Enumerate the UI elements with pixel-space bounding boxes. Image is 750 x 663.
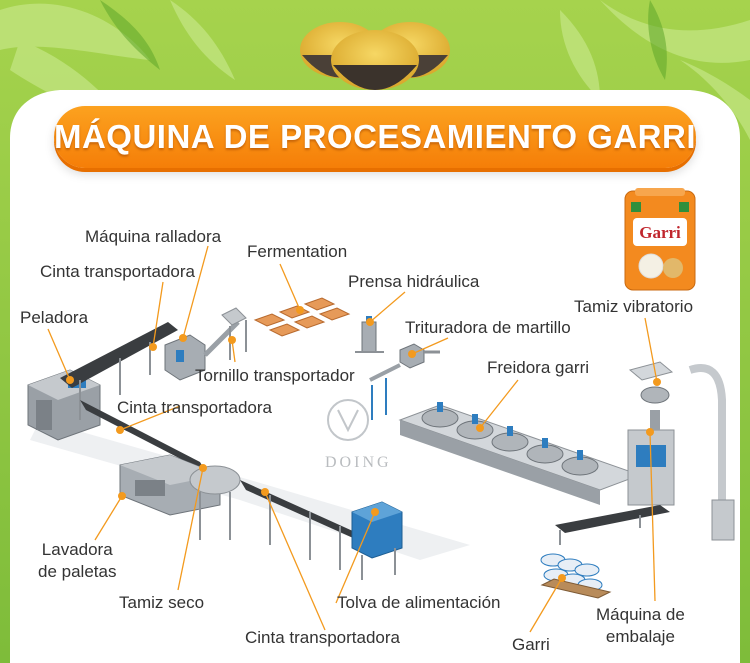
conveyor-2 — [80, 400, 206, 472]
leader-dots — [66, 306, 661, 582]
label-paddle-washer-line2: de paletas — [38, 562, 117, 581]
watermark-logo — [327, 399, 369, 441]
label-feed-hopper: Tolva de alimentación — [337, 593, 501, 612]
title-banner: MÁQUINA DE PROCESAMIENTO GARRI — [54, 106, 696, 168]
label-screw-conveyor: Tornillo transportador — [195, 366, 355, 385]
garri-bag-pile — [540, 553, 612, 599]
label-hammer-mill: Trituradora de martillo — [405, 318, 571, 337]
garri-bag-brand: Garri — [639, 223, 681, 242]
label-conveyor-3: Cinta transportadora — [245, 628, 400, 647]
label-packing-machine-line2: embalaje — [605, 627, 675, 646]
label-paddle-washer-line1: Lavadora — [41, 540, 113, 559]
label-hydraulic-press: Prensa hidráulica — [348, 272, 480, 291]
label-packing-machine: Máquina de embalaje — [596, 605, 685, 647]
fermentation-bags — [253, 297, 351, 337]
label-fermentation: Fermentation — [247, 242, 348, 261]
garri-fryer — [398, 402, 642, 505]
grater-machine — [164, 334, 206, 381]
feed-hopper — [351, 501, 403, 580]
watermark-brand: DOING — [325, 454, 392, 471]
page-title: MÁQUINA DE PROCESAMIENTO GARRI — [53, 118, 697, 155]
hammer-mill — [399, 343, 440, 369]
garri-bag-product-image: Garri — [624, 188, 696, 291]
label-conveyor-1: Cinta transportadora — [40, 262, 195, 281]
leader-lines — [47, 245, 658, 633]
label-vibrating-sieve: Tamiz vibratorio — [574, 297, 694, 316]
screw-conveyor — [203, 307, 247, 360]
label-garri: Garri — [512, 635, 550, 654]
label-garri-fryer: Freidora garri — [487, 358, 590, 377]
label-dry-sieve: Tamiz seco — [119, 593, 205, 612]
vibrating-sieve — [628, 361, 735, 541]
label-peeler: Peladora — [20, 308, 89, 327]
screw-conveyor-2 — [369, 363, 401, 420]
label-packing-machine-line1: Máquina de — [596, 605, 685, 624]
garri-bowls — [300, 22, 450, 90]
label-conveyor-2: Cinta transportadora — [117, 398, 272, 417]
label-grater: Máquina ralladora — [85, 227, 222, 246]
label-paddle-washer: Lavadora de paletas — [38, 540, 116, 582]
